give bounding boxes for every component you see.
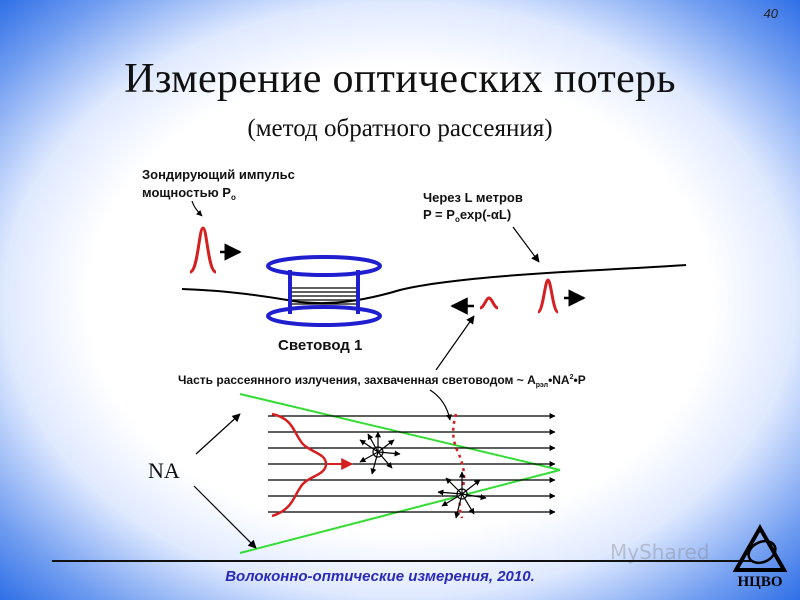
slide-number: 40	[763, 6, 778, 21]
mode-profile	[271, 412, 328, 518]
scattered-pointer-2	[429, 389, 452, 421]
ncvo-logo-icon	[732, 523, 788, 572]
probe-pulse-pointer	[191, 200, 203, 217]
scatter-center-1	[359, 431, 401, 475]
after-L-label: Через L метров	[423, 190, 523, 205]
na-arrow-upper	[195, 413, 241, 455]
slide-title: Измерение оптических потерь	[124, 56, 676, 102]
fiber-line	[181, 264, 687, 305]
backscatter-pulse	[479, 296, 499, 310]
fiber-label: Световод 1	[278, 337, 362, 354]
dotted-profile	[452, 413, 466, 519]
scattered-pointer	[435, 315, 475, 371]
core-rays	[268, 413, 556, 515]
na-arrow-lower	[193, 485, 257, 549]
fiber-spool	[266, 255, 382, 327]
footer-divider	[52, 560, 752, 562]
probe-pulse	[189, 226, 217, 274]
probe-pulse-power-label: мощностью Po	[142, 185, 236, 202]
ncvo-logo: НЦВО	[728, 522, 792, 594]
attenuated-pulse	[536, 278, 560, 314]
na-label: NA	[148, 458, 180, 483]
after-L-formula: P = Poexp(-αL)	[423, 207, 511, 224]
after-L-pointer	[512, 226, 540, 263]
ncvo-logo-text: НЦВО	[737, 574, 783, 590]
probe-pulse-label: Зондирующий импульс	[142, 167, 295, 182]
footer-text: Волоконно-оптические измерения, 2010.	[225, 568, 535, 585]
scatter-center-2	[437, 471, 487, 519]
slide-subtitle: (метод обратного рассеяния)	[247, 115, 553, 142]
scattered-label: Часть рассеянного излучения, захваченная…	[178, 373, 586, 389]
